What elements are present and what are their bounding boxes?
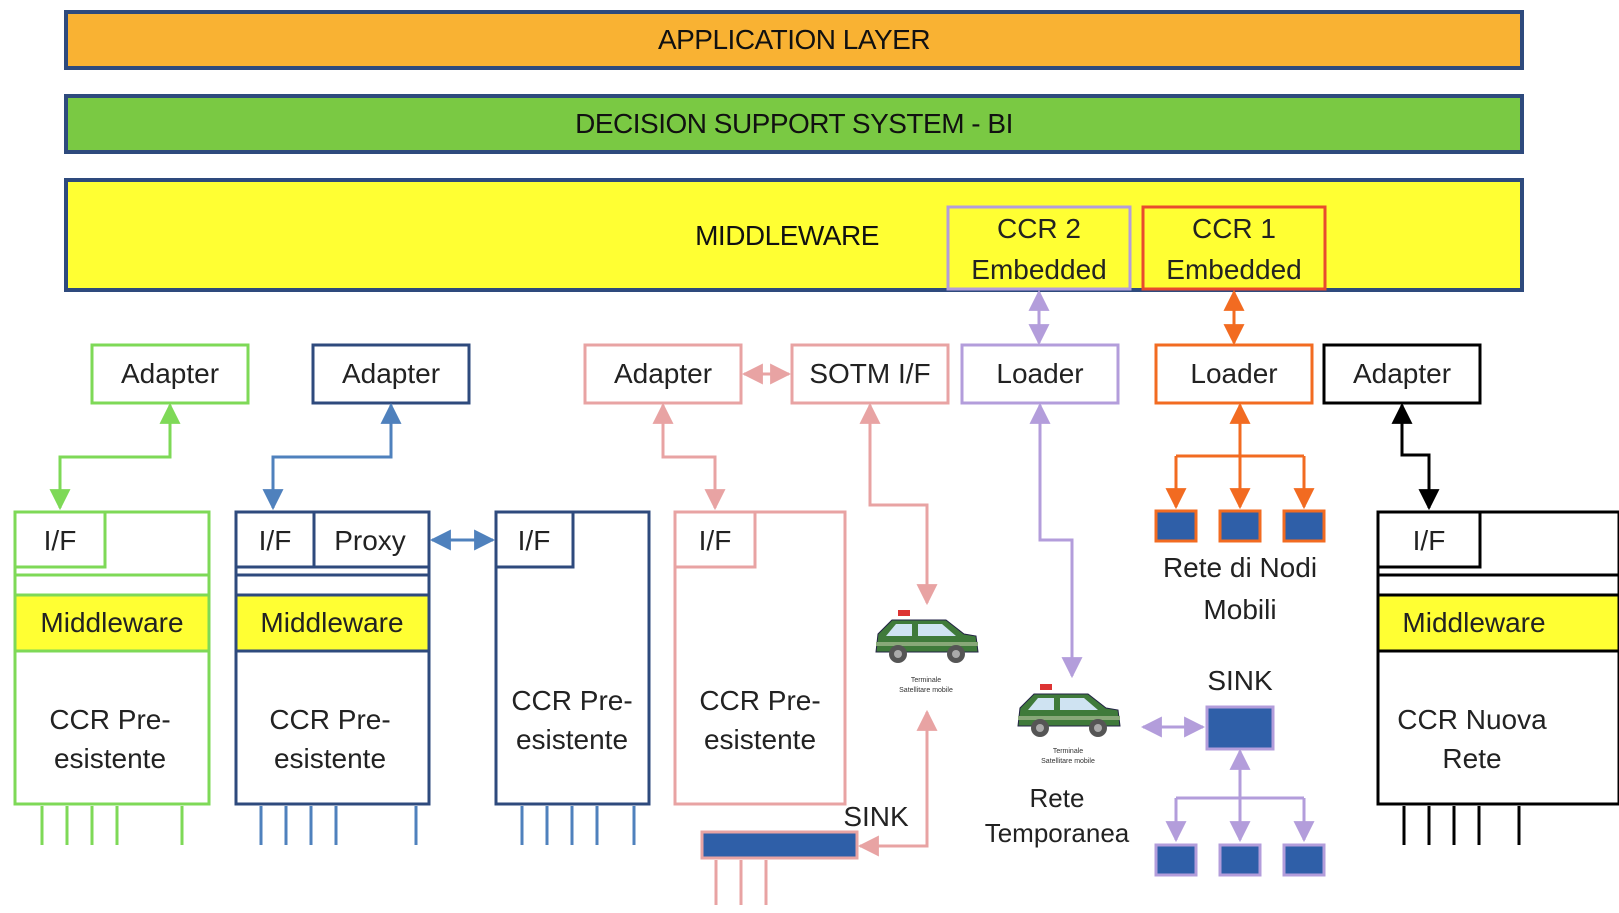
- black-adapter-if-arrow: [1391, 402, 1440, 511]
- ccr2-embedded-line2: Embedded: [971, 254, 1106, 285]
- blue-adapter-if-arrow: [262, 402, 402, 511]
- ccr-blue1-body-line2: esistente: [274, 743, 386, 774]
- sink-bottom-legs: [714, 860, 768, 905]
- ccr-black-middleware: Middleware: [1402, 607, 1545, 638]
- application-layer-label: APPLICATION LAYER: [658, 24, 930, 55]
- ccr-green-middleware: Middleware: [40, 607, 183, 638]
- ccr2-embedded-line1: CCR 2: [997, 213, 1081, 244]
- ccr-blue1-proxy: Proxy: [334, 525, 406, 556]
- mobile-node: [1154, 509, 1198, 543]
- ccr-green-body-line1: CCR Pre-: [49, 704, 170, 735]
- ccr2-embedded-box: CCR 2 Embedded: [946, 205, 1132, 291]
- loader-vehicle-arrow: [1029, 402, 1083, 679]
- ccr-pink-body-line2: esistente: [704, 724, 816, 755]
- vehicle-caption-line1: Terminale: [1053, 748, 1083, 755]
- ccr-green-block: I/F Middleware CCR Pre- esistente: [13, 510, 211, 806]
- ccr-blue2-legs: [520, 806, 636, 845]
- rete-nodi-line2: Mobili: [1203, 594, 1276, 625]
- sink-right-label: SINK: [1207, 665, 1273, 696]
- ccr-blue2-body-line1: CCR Pre-: [511, 685, 632, 716]
- ccr-green-if: I/F: [44, 525, 77, 556]
- rete-temporanea-line2: Temporanea: [985, 818, 1130, 848]
- rete-nodi-line1: Rete di Nodi: [1163, 552, 1317, 583]
- sink-bottom-node: [700, 830, 859, 860]
- loader-purple-label: Loader: [996, 358, 1083, 389]
- ccr-blue2-body-line2: esistente: [516, 724, 628, 755]
- adapter-blue-box: Adapter: [311, 343, 471, 405]
- ccr-blue1-middleware: Middleware: [260, 607, 403, 638]
- sink-right-node: [1205, 705, 1275, 751]
- rete-temporanea-line1: Rete: [1030, 783, 1085, 813]
- vehicle-caption-line2: Satellitare mobile: [1041, 758, 1095, 765]
- mobile-node: [1282, 509, 1326, 543]
- sotm-if-label: SOTM I/F: [809, 358, 930, 389]
- ccr1-embedded-box: CCR 1 Embedded: [1141, 205, 1327, 291]
- sotm-vehicle-arrow: [859, 402, 938, 606]
- ccr-green-body-line2: esistente: [54, 743, 166, 774]
- vehicle-icon: Terminale Satellitare mobile: [875, 609, 979, 694]
- loader-orange-box: Loader: [1154, 343, 1314, 405]
- mobile-node-squares: [1154, 509, 1326, 543]
- ccr-blue1-legs: [259, 806, 418, 845]
- pink-adapter-if-arrow: [652, 402, 726, 511]
- adapter-green-label: Adapter: [121, 358, 219, 389]
- vehicle-sink-arrow: [857, 709, 938, 857]
- ccr-blue1-body-line1: CCR Pre-: [269, 704, 390, 735]
- ccr-blue2-block: I/F CCR Pre- esistente: [494, 510, 651, 806]
- loader-purple-box: Loader: [960, 343, 1120, 405]
- ccr-green-legs: [40, 806, 184, 845]
- adapter-black-label: Adapter: [1353, 358, 1451, 389]
- ccr-pink-block: I/F CCR Pre- esistente: [673, 510, 847, 806]
- adapter-pink-label: Adapter: [614, 358, 712, 389]
- dss-layer-label: DECISION SUPPORT SYSTEM - BI: [575, 108, 1013, 139]
- sotm-if-box: SOTM I/F: [790, 343, 950, 405]
- adapter-black-box: Adapter: [1322, 343, 1482, 405]
- ccr-blue1-if: I/F: [259, 525, 292, 556]
- loader-orange-label: Loader: [1190, 358, 1277, 389]
- ccr-black-legs: [1402, 806, 1521, 845]
- middleware-layer-label: MIDDLEWARE: [695, 220, 879, 251]
- sink-bottom-label: SINK: [843, 801, 909, 832]
- ccr1-embedded-line2: Embedded: [1166, 254, 1301, 285]
- orange-node-tree: [1165, 402, 1315, 510]
- mobile-node: [1218, 509, 1262, 543]
- ccr-black-if: I/F: [1413, 525, 1446, 556]
- ccr-blue2-if: I/F: [518, 525, 551, 556]
- green-adapter-if-arrow: [49, 402, 181, 511]
- temporary-node: [1154, 843, 1198, 877]
- temporary-node: [1282, 843, 1326, 877]
- ccr-black-body-line1: CCR Nuova: [1397, 704, 1547, 735]
- vehicle-caption-line1: Terminale: [911, 677, 941, 684]
- ccr-pink-if: I/F: [699, 525, 732, 556]
- ccr-blue1-block: I/F Proxy Middleware CCR Pre- esistente: [234, 510, 431, 806]
- adapter-pink-box: Adapter: [583, 343, 743, 405]
- ccr1-embedded-line1: CCR 1: [1192, 213, 1276, 244]
- ccr-black-body-line2: Rete: [1442, 743, 1501, 774]
- application-layer: APPLICATION LAYER: [64, 10, 1524, 70]
- adapter-blue-label: Adapter: [342, 358, 440, 389]
- vehicle-icon: Terminale Satellitare mobile: [1017, 683, 1121, 765]
- temporary-node-squares: [1154, 843, 1326, 877]
- temporary-node: [1218, 843, 1262, 877]
- ccr-black-block: I/F Middleware CCR Nuova Rete: [1376, 510, 1619, 806]
- vehicle-caption-line2: Satellitare mobile: [899, 687, 953, 694]
- dss-layer: DECISION SUPPORT SYSTEM - BI: [64, 94, 1524, 154]
- ccr-pink-body-line1: CCR Pre-: [699, 685, 820, 716]
- purple-node-tree: [1165, 748, 1315, 843]
- adapter-green-box: Adapter: [90, 343, 250, 405]
